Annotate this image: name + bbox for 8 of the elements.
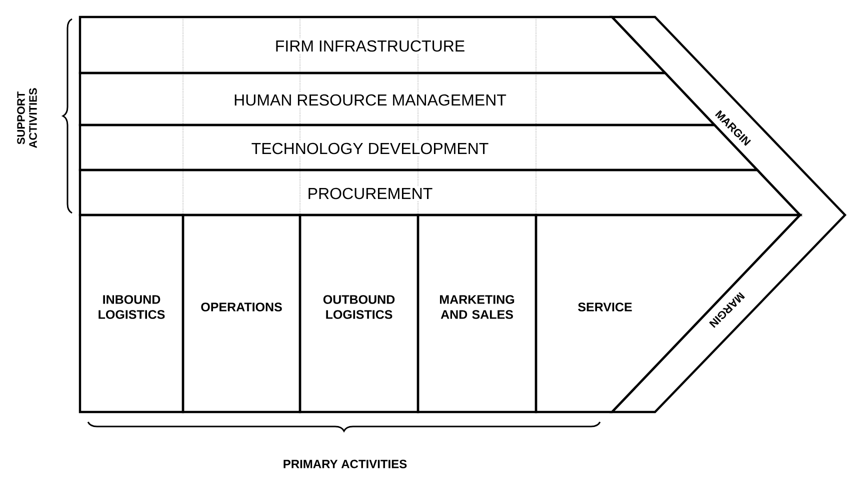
support-activity-band: FIRM INFRASTRUCTURE	[78, 16, 668, 74]
primary-activity-cell: OPERATIONS	[182, 214, 302, 414]
side-label: SUPPORT ACTIVITIES	[17, 88, 37, 148]
primary-activity-cell: MARKETING AND SALES	[416, 214, 538, 414]
primary-activity-cell: OUTBOUND LOGISTICS	[298, 214, 420, 414]
primary-activity-cell: INBOUND LOGISTICS	[78, 214, 184, 414]
support-activity-band: PROCUREMENT	[78, 168, 803, 216]
bottom-label: PRIMARY ACTIVITIES	[284, 460, 407, 468]
